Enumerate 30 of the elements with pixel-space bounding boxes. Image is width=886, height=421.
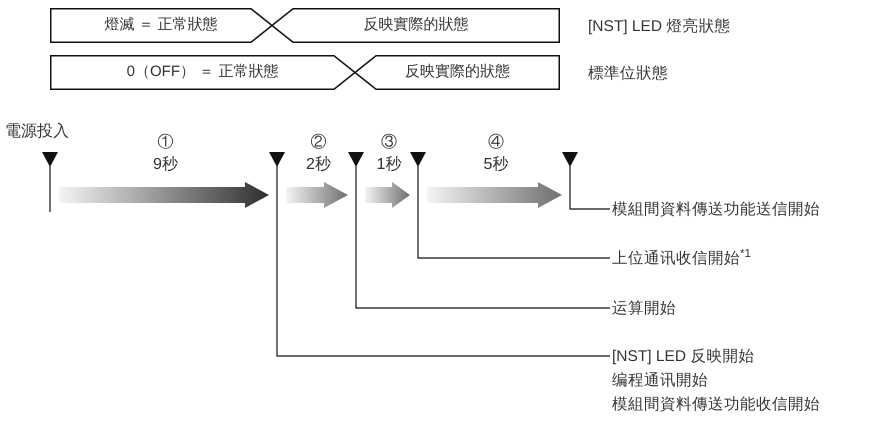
timing-marker xyxy=(562,152,578,200)
row-label: [NST] LED 燈亮狀態 xyxy=(588,17,730,37)
event-text: [NST] LED 反映開始 xyxy=(612,347,756,367)
event-text: 模組間資料傳送功能送信開始 xyxy=(612,200,820,220)
duration-arrow xyxy=(365,182,410,208)
duration-arrow xyxy=(286,182,348,208)
marker-label: 電源投入 xyxy=(5,122,69,142)
state-text: 0（OFF） ＝ 正常狀態 xyxy=(126,62,278,82)
timing-marker xyxy=(348,152,364,200)
state-text: 燈滅 ＝ 正常狀態 xyxy=(104,15,218,36)
event-text: 运算開始 xyxy=(612,299,676,319)
row-label: 標準位狀態 xyxy=(588,64,668,84)
timing-marker xyxy=(269,152,285,200)
event-text: 编程通讯開始 xyxy=(612,371,709,391)
event-text: 模組間資料傳送功能收信開始 xyxy=(612,395,820,415)
timing-marker xyxy=(42,152,58,212)
state-text: 反映實際的狀態 xyxy=(405,62,510,82)
leader-line xyxy=(569,200,610,210)
event-text: 上位通讯收信開始$^{*1}$ xyxy=(612,247,751,269)
leader-line xyxy=(355,200,610,309)
state-box xyxy=(50,8,272,43)
leader-line xyxy=(417,200,610,259)
leader-line xyxy=(276,200,610,357)
state-box xyxy=(272,8,560,43)
duration-arrow xyxy=(59,182,269,208)
state-box xyxy=(355,55,560,90)
state-text: 反映實際的狀態 xyxy=(364,15,468,36)
state-box xyxy=(50,55,355,90)
timing-marker xyxy=(410,152,426,200)
duration-arrow xyxy=(427,182,562,208)
